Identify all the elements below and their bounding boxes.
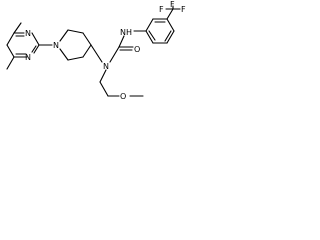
bond [6, 32, 15, 46]
bond [82, 32, 92, 46]
bond [148, 30, 156, 41]
bond [166, 30, 175, 44]
pyrimidine-n-lower-label: N [25, 53, 31, 62]
bond [109, 46, 120, 63]
bond [31, 45, 37, 53]
bonds [6, 5, 181, 97]
bond [145, 18, 154, 32]
bond [6, 56, 15, 70]
bond [33, 44, 40, 54]
cf3-f-top-label: F [170, 0, 175, 9]
bond [59, 48, 69, 61]
bond [118, 35, 125, 48]
bond [6, 44, 15, 58]
pyrimidine-n-upper-label: N [25, 29, 31, 38]
bond [13, 22, 22, 34]
bond [90, 44, 103, 63]
cf3-f-right-label: F [181, 5, 186, 14]
chemical-structure: N N N N NH O O F F F [6, 0, 186, 101]
urea-nh-label: NH [120, 28, 132, 37]
bond [99, 81, 109, 97]
bond [82, 44, 92, 58]
piperidine-n-label: N [53, 41, 59, 50]
bond [59, 29, 69, 42]
bond [166, 8, 174, 20]
bond [67, 29, 84, 34]
methoxy-o-label: O [120, 92, 126, 101]
cf3-f-left-label: F [159, 5, 164, 14]
bond [67, 56, 84, 61]
bond [166, 18, 175, 32]
bond [99, 69, 107, 83]
bond [145, 30, 154, 44]
bond [31, 32, 40, 46]
bond [164, 30, 172, 42]
carbonyl-o-label: O [134, 45, 140, 54]
urea-n-label: N [103, 62, 109, 71]
atom-labels: N N N N NH O O F F F [25, 0, 186, 101]
